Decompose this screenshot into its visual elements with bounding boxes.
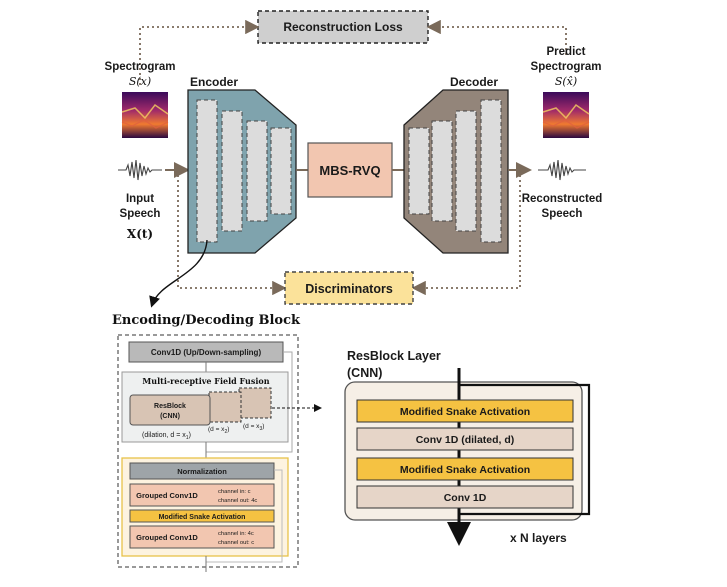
mbs-rvq-label: MBS-RVQ [319,163,380,178]
resblock-2 [208,391,242,423]
spectrogram-symbol: S(x) [129,75,151,88]
repeat-label: x N layers [510,531,567,545]
spectrogram-label: Spectrogram [105,61,176,73]
dilation-3-label: (d = x3) [243,423,264,432]
resblock-label: ResBlock [154,403,186,410]
grouped-conv-2-box [129,525,275,549]
input-waveform-icon [118,159,162,181]
skip-line-1 [206,351,293,453]
predict-spectrogram-label: Spectrogram [531,61,602,73]
predicted-spectrogram-image [543,92,589,138]
resblock-layer-title: ResBlock Layer [347,349,441,363]
grouped-conv-2-in: channel in: 4c [218,531,254,537]
resblock-conv-2-box [356,485,574,509]
skip-line-2 [206,469,283,563]
zoom-arrow [149,239,208,308]
resblock-snake-2-label: Modified Snake Activation [400,464,530,476]
output-waveform-icon [538,159,586,181]
dilation-1-label: (dilation, d = x1) [142,432,191,441]
predict-label: Predict [547,46,586,58]
resblock-snake-1-label: Modified Snake Activation [400,406,530,418]
block-snake-box [129,509,275,523]
grouped-conv-2-label: Grouped Conv1D [136,533,198,542]
encoder-layer-2 [221,110,243,232]
encoder-layer-3 [246,120,268,222]
discriminators-box [284,271,414,305]
resblock-conv-1-box [356,427,574,451]
reconstruction-loss-label: Reconstruction Loss [283,20,403,34]
resblock-cnn-label: (CNN) [160,413,180,420]
block-outer-frame [117,334,299,568]
decoder-layer-2 [431,120,453,222]
resblock-conv-2-label: Conv 1D [444,492,487,504]
predict-symbol: S(x̂) [555,75,577,88]
resblock-snake-1-box [356,399,574,423]
grouped-conv-1-in: channel in: c [218,489,251,495]
normalization-label: Normalization [177,467,227,476]
discriminators-label: Discriminators [305,282,393,296]
input-spectrogram-image [122,92,168,138]
dilation-2-label: (d = x2) [208,426,229,435]
decoder-layer-1 [408,127,430,215]
mbs-rvq-block [307,142,393,198]
input-speech-label-2: Speech [120,208,161,220]
block-snake-label: Modified Snake Activation [159,514,246,521]
mrf-label: Multi-receptive Field Fusion [142,376,269,386]
resblock-layer-cnn: (CNN) [347,366,382,380]
reconstructed-label-2: Speech [542,208,583,220]
loss-arrow-left [139,19,260,85]
grouped-conv-1-out: channel out: 4c [218,498,257,504]
grouped-conv-2-out: channel out: c [218,540,254,546]
conv1d-label: Conv1D (Up/Down-sampling) [151,348,262,357]
input-symbol: X(t) [127,227,153,241]
resblock-conv-1-label: Conv 1D (dilated, d) [416,434,515,446]
block-title: Encoding/Decoding Block [112,313,301,328]
input-speech-label-1: Input [126,193,154,205]
reconstruction-loss-box: Reconstruction Loss [257,10,429,44]
decoder-label: Decoder [450,75,498,89]
encoder-label: Encoder [190,75,238,89]
decoder-layer-3 [455,110,477,232]
resblock-1 [129,394,211,426]
decoder-layer-4 [480,99,502,243]
encoder-layer-1 [196,99,218,243]
resblock-residual-path [459,383,591,516]
reconstructed-label-1: Reconstructed [522,193,603,205]
grouped-conv-1-label: Grouped Conv1D [136,491,198,500]
encoder-layer-4 [270,127,292,215]
resblock-3 [238,387,272,419]
normalization-box [129,462,275,480]
resblock-snake-2-box [356,457,574,481]
grouped-conv-1-box [129,483,275,507]
